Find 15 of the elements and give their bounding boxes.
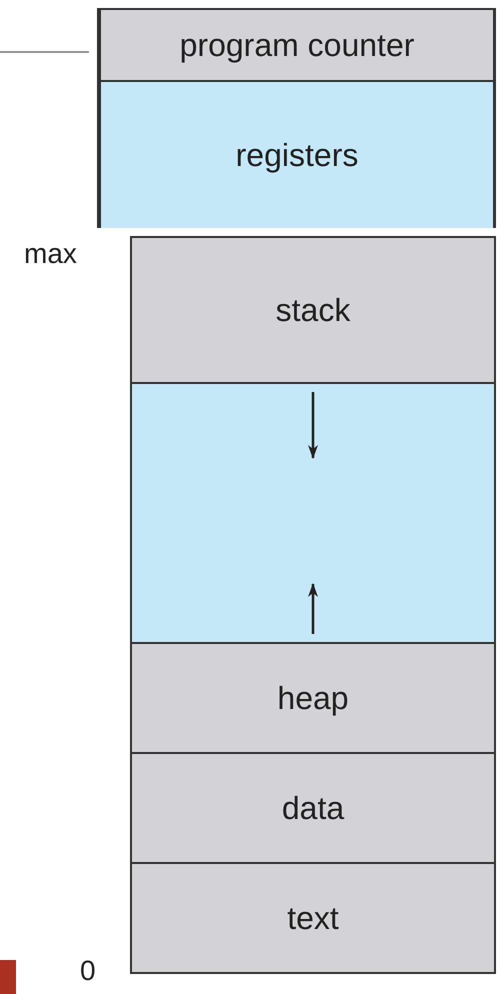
free-memory-region bbox=[130, 382, 496, 644]
memory-segment bbox=[130, 752, 496, 864]
memory-segment bbox=[130, 862, 496, 974]
segment-label: program counter bbox=[180, 26, 414, 64]
segment-label: heap bbox=[277, 680, 349, 716]
memory-segment bbox=[130, 236, 496, 384]
segment-label: registers bbox=[236, 136, 358, 174]
address-label: 0 bbox=[80, 955, 96, 987]
segment-label: text bbox=[287, 900, 339, 936]
segment-label: data bbox=[282, 790, 344, 826]
register-band bbox=[97, 80, 496, 228]
address-label: max bbox=[24, 238, 77, 270]
register-band bbox=[97, 8, 496, 82]
memory-segment bbox=[130, 642, 496, 754]
segment-label: stack bbox=[276, 292, 350, 328]
